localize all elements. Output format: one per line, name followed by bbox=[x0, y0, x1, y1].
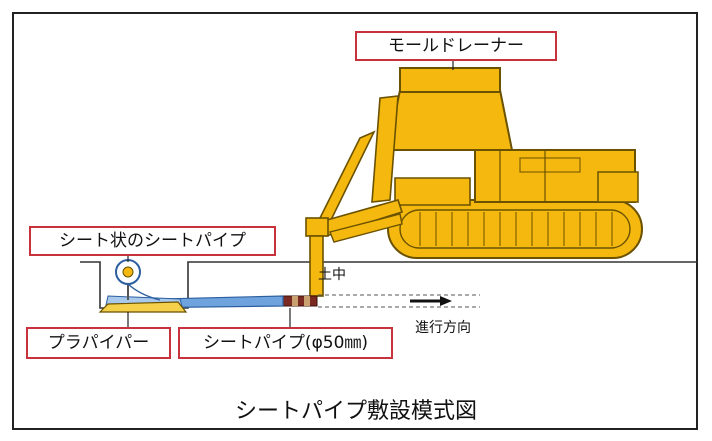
plapiper-plate bbox=[98, 301, 188, 313]
crawler-track bbox=[387, 199, 643, 259]
future-path bbox=[318, 294, 480, 308]
mole-drainer-label: モールドレーナー bbox=[355, 31, 557, 61]
mole-shank bbox=[305, 217, 329, 297]
plapiper-label: プラパイパー bbox=[26, 327, 171, 359]
sheet-pipe-label: シートパイプ(φ50㎜) bbox=[178, 327, 393, 359]
direction-label: 進行方向 bbox=[415, 320, 471, 336]
underground-label: 土中 bbox=[318, 267, 346, 283]
diagram-caption: シートパイプ敷設模式図 bbox=[234, 399, 477, 424]
bulldozer-body bbox=[386, 67, 639, 206]
sheet-form-pipe-label: シート状のシートパイプ bbox=[29, 226, 276, 256]
sheet-reel bbox=[115, 259, 161, 301]
mole-tip bbox=[282, 295, 318, 307]
direction-arrow-icon bbox=[410, 296, 452, 306]
hydraulic-arm bbox=[314, 95, 404, 243]
